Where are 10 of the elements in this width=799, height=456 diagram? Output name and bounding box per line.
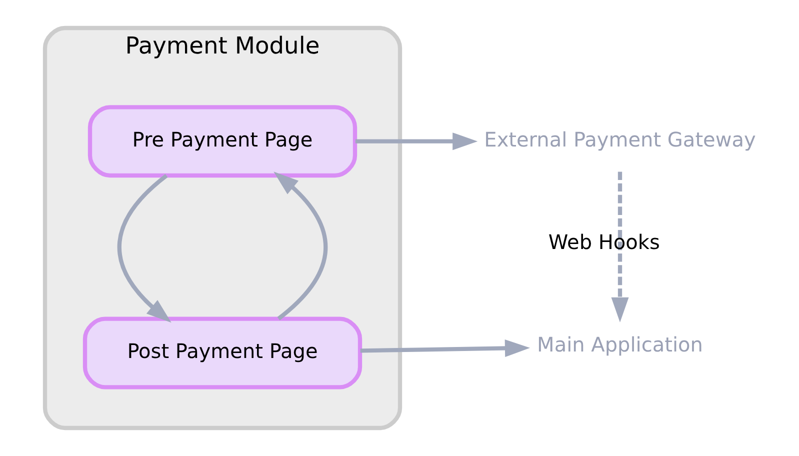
node-text: Main Application	[536, 332, 702, 356]
arrow	[117, 174, 171, 323]
arrow	[610, 172, 628, 322]
arrow	[354, 132, 478, 150]
edge-label: Web Hooks	[548, 230, 660, 254]
node-box: Pre Payment Page	[87, 105, 357, 178]
node-text: External Payment Gateway	[484, 128, 756, 152]
node-box: Post Payment Page	[82, 316, 362, 390]
arrow	[360, 339, 530, 358]
arrow	[273, 172, 327, 320]
